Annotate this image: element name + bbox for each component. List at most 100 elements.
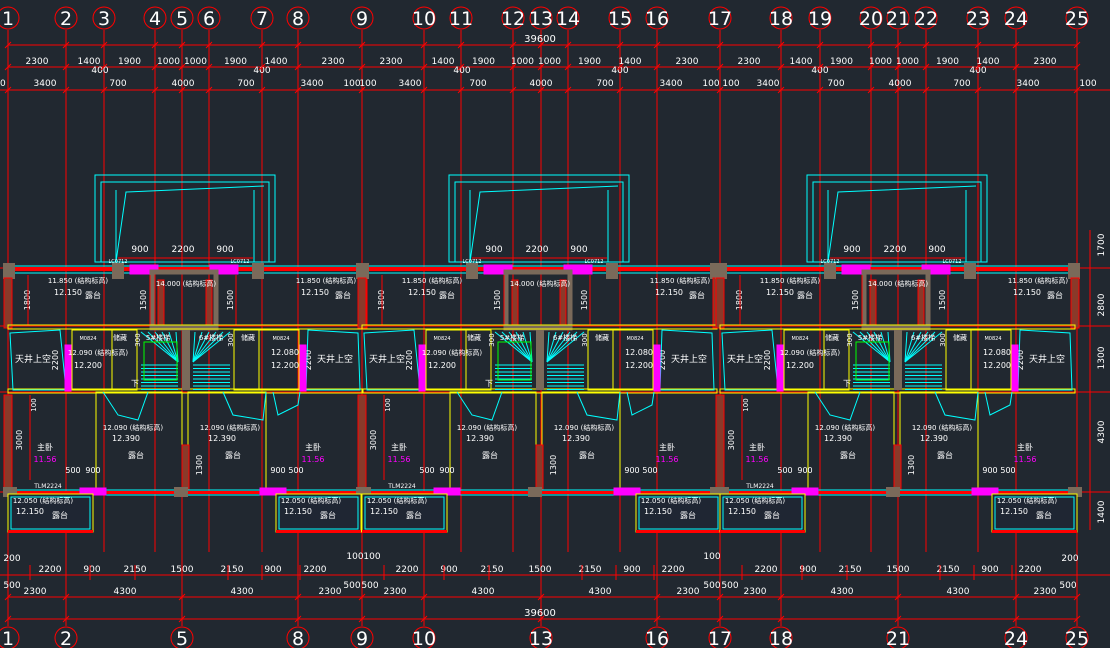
dimension-label: 500: [777, 466, 792, 475]
balcony-edge: [276, 530, 361, 533]
dim-tick: [564, 63, 572, 71]
dimension-label: TLM2224: [387, 483, 416, 490]
dimension-label: 500: [703, 581, 720, 591]
dimension-label: 1300: [195, 455, 204, 475]
dimension-label: 12.090 (结构标高): [554, 423, 614, 432]
axis-bubble-circle: [556, 6, 580, 30]
dim-tick: [358, 63, 366, 71]
dimension-label: 12.150: [301, 288, 329, 297]
dim-tick: [151, 41, 159, 49]
dim-tick: [653, 63, 661, 71]
stair-core: [149, 269, 219, 331]
dimension-label: 2200: [662, 565, 685, 575]
column: [252, 263, 264, 279]
dim-tick: [457, 86, 465, 94]
dimension-label: 12.200: [983, 361, 1011, 370]
dimension-label: 12.150: [284, 507, 312, 516]
dimension-label: 500: [343, 581, 360, 591]
bay-slope-line: [827, 185, 977, 263]
dim-tick: [62, 615, 70, 623]
dimension-label: 12.390: [920, 434, 948, 443]
wall-north: [362, 267, 717, 271]
dim-tick: [4, 593, 12, 601]
dimension-label: 3000: [15, 430, 24, 450]
balcony-outline: [719, 493, 806, 533]
dimension-label: TLM2224: [745, 483, 774, 490]
dimension-label: 储藏: [595, 333, 609, 342]
dim-tick: [1073, 86, 1081, 94]
bay-inner-outline: [812, 181, 982, 263]
axis-bubble: 10: [412, 626, 436, 648]
balcony-edge: [992, 530, 1077, 533]
dimension-label: 900: [485, 245, 502, 255]
storage-room: [258, 329, 300, 391]
axis-bubble-circle: [708, 626, 732, 648]
dimension-label: 5#楼梯: [146, 333, 170, 342]
dimension-label: 12.050 (结构标高): [997, 496, 1057, 505]
dimension-label: 900: [982, 466, 997, 475]
axis-label: 10: [412, 8, 436, 30]
dim-tick: [100, 41, 108, 49]
axis-label: 18: [769, 628, 793, 648]
dimension-label: 900: [928, 245, 945, 255]
dim-tick: [777, 41, 785, 49]
dimension-label: 700: [109, 79, 126, 89]
dimension-label: 露台: [225, 450, 241, 460]
dimension-label: 100: [742, 398, 750, 411]
dimension-label: 6#楼梯: [553, 333, 577, 342]
dimension-label: 1900: [118, 57, 141, 67]
door-swing: [934, 391, 979, 421]
dimension-label: 300: [939, 333, 947, 346]
dimension-label: 12.080: [271, 348, 299, 357]
dimension-label: 2300: [1034, 57, 1057, 67]
column: [824, 263, 836, 279]
dimension-label: M0824: [433, 336, 450, 342]
dim-tick: [922, 63, 930, 71]
dimension-label: 12.050 (结构标高): [281, 496, 341, 505]
dimension-label: 1500: [580, 290, 589, 310]
dimension-label: 2200: [304, 565, 327, 575]
dimension-label: 露台: [406, 510, 422, 520]
dim-tick: [509, 86, 517, 94]
window-vertical: [1011, 344, 1019, 392]
dimension-label: 500: [288, 466, 303, 475]
dim-tick: [420, 593, 428, 601]
dim-tick: [4, 63, 12, 71]
dim-tick: [62, 63, 70, 71]
balcony-inner: [994, 496, 1075, 530]
dim-tick: [777, 86, 785, 94]
dim-tick: [4, 86, 12, 94]
dimension-label: M0824: [272, 336, 289, 342]
balcony-edge: [636, 530, 721, 533]
dimension-label: 12.090 (结构标高): [912, 423, 972, 432]
dim-tick: [816, 41, 824, 49]
dimension-label: 100: [363, 552, 380, 562]
dimension-label: 12.050 (结构标高): [367, 496, 427, 505]
dimension-label: 2200: [658, 350, 667, 370]
dimension-label: 4300: [231, 587, 254, 597]
dimension-label: 12.200: [786, 361, 814, 370]
wall-yellow: [719, 324, 1076, 330]
staircase: [494, 331, 585, 390]
dimension-label: 900: [131, 245, 148, 255]
dimension-label: 储藏: [825, 333, 839, 342]
wall-hatched: [893, 444, 902, 491]
dimension-label: 12.050 (结构标高): [641, 496, 701, 505]
dim-tick: [294, 593, 302, 601]
dimension-label: 储藏: [241, 333, 255, 342]
column: [528, 487, 542, 497]
dimension-label: 12.090 (结构标高): [200, 423, 260, 432]
dimension-label: 主卧: [659, 442, 675, 452]
dimension-label: 11.850 (结构标高): [760, 276, 820, 285]
axis-bubble: 21: [886, 626, 910, 648]
axis-bubble-circle: [769, 626, 793, 648]
column: [3, 263, 15, 279]
dimension-label: 露台: [764, 510, 780, 520]
axis-bubble-circle: [1004, 626, 1028, 648]
dimension-label: 900: [624, 466, 639, 475]
dimension-label: 2300: [744, 587, 767, 597]
dimension-label: 900: [439, 466, 454, 475]
